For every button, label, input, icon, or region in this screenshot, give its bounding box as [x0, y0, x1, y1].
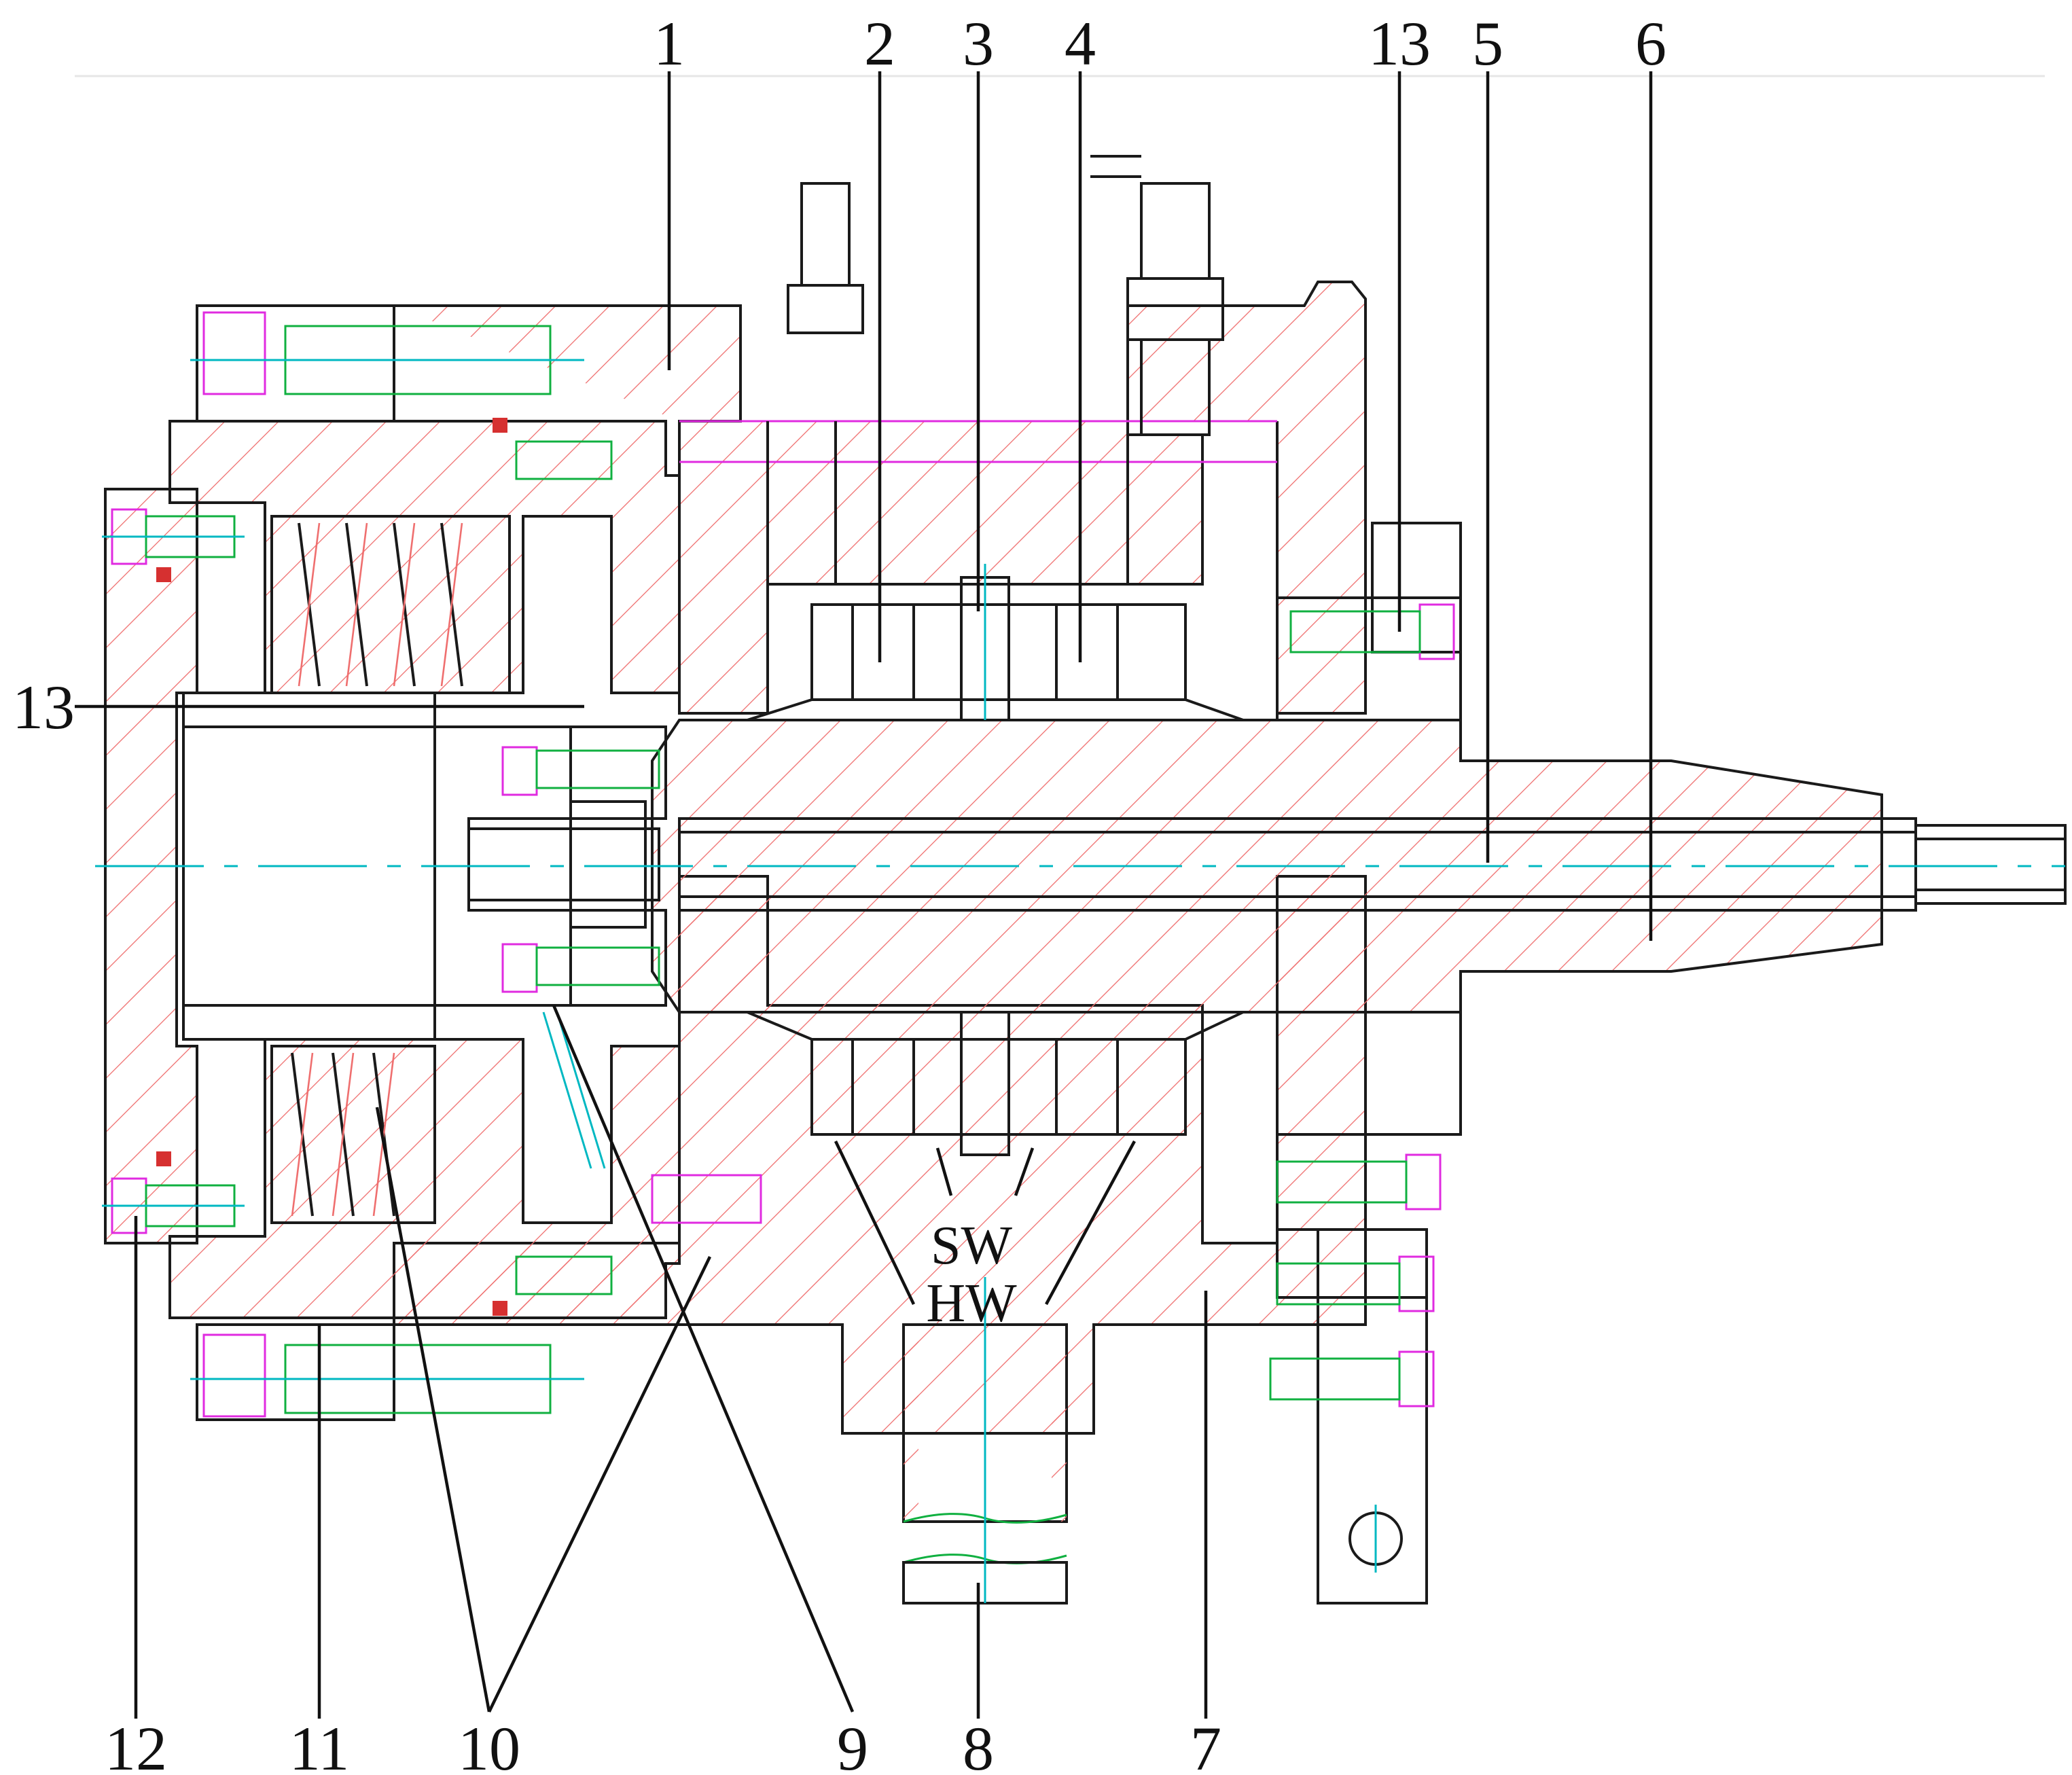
label-part-13-left: 13: [12, 673, 75, 742]
label-part-9: 9: [837, 1714, 868, 1775]
leader-lines: [75, 71, 1653, 1719]
label-hw: HW: [926, 1274, 1017, 1333]
bearing-set-top: [747, 576, 1244, 721]
seal-ring: [493, 1301, 507, 1316]
right-flange: [1276, 522, 1462, 1604]
bolt-end-cover-top: [102, 508, 245, 565]
seal-ring: [493, 418, 507, 433]
label-part-12: 12: [105, 1714, 167, 1775]
label-part-7: 7: [1190, 1714, 1221, 1775]
disc-spring-stack: [270, 515, 511, 1224]
clamp-head: [433, 725, 667, 1169]
label-part-1: 1: [654, 9, 685, 78]
bearing-set-bottom: [747, 1011, 1244, 1156]
seal-ring: [156, 1151, 171, 1166]
label-sw: SW: [931, 1216, 1012, 1276]
bolt-right-flange: [1269, 603, 1455, 1408]
bolt-top-left: [190, 311, 584, 395]
label-part-6: 6: [1635, 9, 1666, 78]
main-spindle: [651, 719, 2067, 1014]
bolt-clamp: [501, 440, 762, 1295]
label-part-13-top: 13: [1368, 9, 1431, 78]
bolt-bottom-left: [190, 1333, 584, 1418]
label-part-3: 3: [963, 9, 994, 78]
label-part-8: 8: [963, 1714, 994, 1775]
bolt-end-cover-bottom: [102, 1177, 245, 1234]
seal-ring: [156, 567, 171, 582]
label-part-11: 11: [289, 1714, 350, 1775]
label-part-4: 4: [1065, 9, 1096, 78]
label-part-5: 5: [1472, 9, 1503, 78]
left-housing: [168, 304, 681, 1421]
label-part-10: 10: [458, 1714, 520, 1775]
top-fittings: [787, 155, 1224, 436]
label-part-2: 2: [864, 9, 895, 78]
